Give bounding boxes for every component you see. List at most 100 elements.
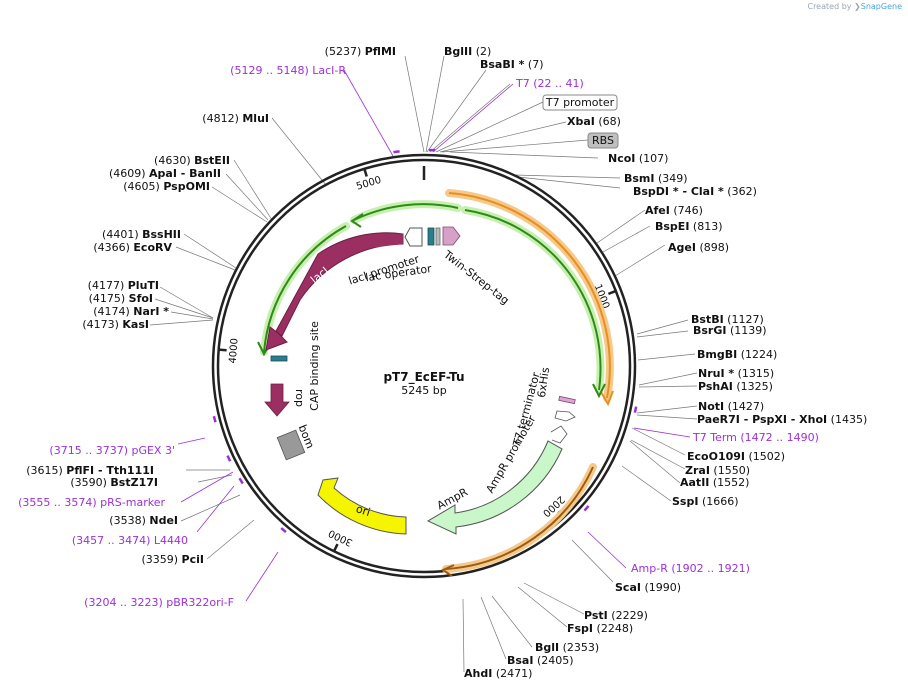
tick-label-3000: 3000 <box>327 527 355 548</box>
site-label-bsrgi: BsrGI (1139) <box>693 324 767 337</box>
site-label-nrui: NruI * (1315) <box>698 367 774 380</box>
t7-promoter-label: T7 promoter <box>545 96 615 109</box>
green-arc-top-glow <box>350 200 462 224</box>
site-label-xbai: XbaI (68) <box>567 115 621 128</box>
primer-label-3555-3574-prs-marker: (3555 .. 3574) pRS-marker <box>18 496 165 509</box>
site-label-bsai: BsaI (2405) <box>507 654 574 667</box>
site-label-kasi: (4173) KasI <box>82 318 149 331</box>
t7-terminator-arrow <box>554 410 576 422</box>
label-cap-binding-site: CAP binding site <box>308 321 321 411</box>
primer-mark-3204-3223-pbr322ori-f <box>280 527 287 534</box>
green-arc-right <box>464 209 602 391</box>
cds-arc <box>448 192 611 399</box>
site-label-ecorv: (4366) EcoRV <box>93 241 172 254</box>
site-label-pcii: (3359) PciI <box>141 553 204 566</box>
backbone-inner <box>216 158 632 574</box>
plasmid-size: 5245 bp <box>401 384 446 397</box>
green-arc-top-head <box>350 213 364 228</box>
site-label-pshai: PshAI (1325) <box>698 380 773 393</box>
green-arc-top <box>353 203 459 221</box>
primer-labels: (5129 .. 5148) LacI-R T7 (22 .. 41) T7 Ter… <box>18 64 819 609</box>
primer-label-t7-22-41: T7 (22 .. 41) <box>515 77 584 90</box>
primer-mark-3457-3474-l4440 <box>238 477 244 485</box>
rbs-feature <box>435 227 441 246</box>
cds-arc-head <box>600 390 614 407</box>
primer-label-amp-r-1902-1921: Amp-R (1902 .. 1921) <box>631 562 750 575</box>
snapgene-logo-icon: ❯ <box>854 2 861 11</box>
primer-label-3457-3474-l4440: (3457 .. 3474) L4440 <box>72 534 188 547</box>
site-label-paer7i-pspxi-xhoi: PaeR7I - PspXI - XhoI (1435) <box>697 413 867 426</box>
rop-arrow <box>264 383 290 417</box>
label-twin-strep-tag: Twin-Strep-tag <box>440 248 511 308</box>
primer-mark-5129-5148-laci-r <box>393 150 400 154</box>
site-label-mlui: (4812) MluI <box>202 112 269 125</box>
primer-label-t7-term-1472-1490: T7 Term (1472 .. 1490) <box>692 431 819 444</box>
site-label-bsmi: BsmI (349) <box>624 172 688 185</box>
primer-mark-amp-r-1902-1921 <box>583 505 590 512</box>
snapgene-credit: Created by ❯SnapGene <box>807 2 902 11</box>
site-label-agei: AgeI (898) <box>668 241 729 254</box>
site-label-sfoi: (4175) SfoI <box>89 292 153 305</box>
lac-operator <box>427 227 435 246</box>
site-label-pflmi: (5237) PflMI <box>325 45 396 58</box>
primer-mark-3715-3737-pgex-3 <box>212 415 217 423</box>
site-label-zrai: ZraI (1550) <box>685 464 750 477</box>
label-ori: ori <box>354 502 372 519</box>
site-label-apai-banii: (4609) ApaI - BanII <box>109 167 221 180</box>
rbs-label: RBS <box>592 134 614 147</box>
site-label-scai: ScaI (1990) <box>615 581 681 594</box>
primer-marks <box>212 148 638 534</box>
primer-mark-t7-term-1472-1490 <box>633 406 638 413</box>
tick-label-4000: 4000 <box>228 338 241 364</box>
site-label-afei: AfeI (746) <box>645 204 703 217</box>
tick-mark-5000 <box>363 168 368 177</box>
site-label-pluti: (4177) PluTI <box>88 279 159 292</box>
site-label-ndei: (3538) NdeI <box>109 514 178 527</box>
site-label-bsabi: BsaBI * (7) <box>480 58 544 71</box>
site-labels: (5237) PflMI BglII (2)BsaBI * (7) XbaI (68… <box>26 45 867 680</box>
ampr-arrow <box>426 440 563 535</box>
tick-mark-3000 <box>332 543 339 552</box>
label-rop: rop <box>293 389 306 407</box>
laci-promoter-arrow <box>404 227 423 247</box>
rbs-connector <box>441 139 589 153</box>
site-label-bgli: BglI (2353) <box>535 641 599 654</box>
cap-binding-site <box>270 355 288 362</box>
site-label-bspei: BspEI (813) <box>655 220 723 233</box>
t7-promoter-connector <box>435 101 544 153</box>
green-arc-right-head <box>592 383 606 399</box>
site-label-ncoi: NcoI (107) <box>608 152 668 165</box>
site-label-bmgbi: BmgBI (1224) <box>697 348 777 361</box>
site-label-bglii: BglII (2) <box>444 45 491 58</box>
ampr-outer-arc <box>445 466 594 570</box>
site-label-bsteii: (4630) BstEII <box>154 154 230 167</box>
plasmid-name: pT7_EcEF-Tu <box>383 370 464 385</box>
green-arc-left <box>263 225 347 353</box>
primer-mark-3555-3574-prs-marker <box>226 455 232 462</box>
site-label-sspi: SspI (1666) <box>672 495 739 508</box>
tick-mark-4000 <box>218 348 227 352</box>
primer-label-5129-5148-laci-r: (5129 .. 5148) LacI-R <box>230 64 346 77</box>
primer-label-3204-3223-pbr322ori-f: (3204 .. 3223) pBR322ori-F <box>84 596 234 609</box>
site-label-bstz17i: (3590) BstZ17I <box>70 476 158 489</box>
tick-mark-1000 <box>607 289 617 296</box>
connector-lines <box>149 55 698 673</box>
site-label-aatii: AatII (1552) <box>680 476 749 489</box>
site-label-nari: (4174) NarI * <box>93 305 169 318</box>
site-label-bspdi-clai: BspDI * - ClaI * (362) <box>633 185 757 198</box>
ampr-promoter-arrow <box>550 425 568 444</box>
ampr-outer-arc-head <box>440 564 455 577</box>
twin-strep-tag-arrow <box>442 226 461 246</box>
site-label-pflfi-tth111i: (3615) PflFI - Tth111I <box>26 464 154 477</box>
bom-feature <box>276 429 306 461</box>
rbs-box: RBS <box>587 132 619 149</box>
site-label-bstbi: BstBI (1127) <box>691 313 764 326</box>
site-label-psti: PstI (2229) <box>584 609 648 622</box>
ori-arrow <box>317 477 407 535</box>
site-label-fspi: FspI (2248) <box>567 622 633 635</box>
site-label-ecoo109i: EcoO109I (1502) <box>687 450 785 463</box>
t7-promoter-box: T7 promoter <box>542 94 618 111</box>
site-label-ahdi: AhdI (2471) <box>464 667 532 680</box>
